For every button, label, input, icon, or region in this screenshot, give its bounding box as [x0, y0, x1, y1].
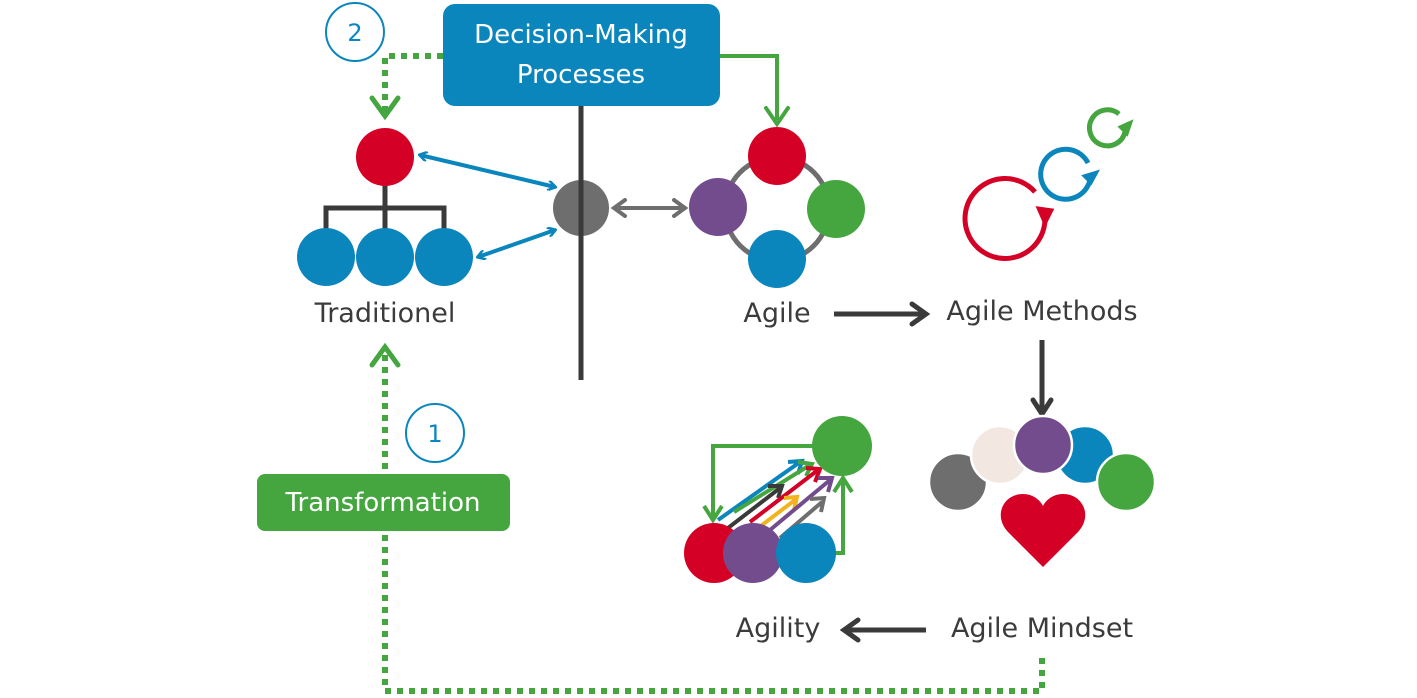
arrowhead-down-icon [764, 106, 790, 128]
iteration-cycles-icon [962, 107, 1134, 261]
decision-making-box[interactable]: Decision-Making Processes [443, 4, 720, 106]
agile-mindset-icon [927, 414, 1157, 567]
traditionel-hierarchy-icon [297, 128, 473, 286]
arrowhead-down-icon [369, 95, 401, 121]
arrowhead-down-icon [1030, 397, 1054, 419]
arrowhead-left-icon [839, 617, 861, 643]
arrowhead-right-icon [909, 301, 931, 327]
step-1-badge: 1 [405, 403, 465, 463]
label-traditionel: Traditionel [314, 298, 456, 329]
decision-making-line1: Decision-Making [474, 20, 688, 50]
step-2-number: 2 [347, 19, 362, 47]
double-arrow-leader [420, 155, 555, 187]
label-agile-methods: Agile Methods [946, 296, 1137, 327]
label-agile-mindset: Agile Mindset [951, 613, 1133, 644]
transformation-dotted-loop [382, 352, 1045, 694]
double-arrow-team [478, 230, 555, 257]
agility-icon [684, 416, 872, 583]
transformation-label: Transformation [284, 488, 480, 518]
arrowhead-up-icon [369, 342, 401, 368]
step-2-badge: 2 [325, 2, 385, 62]
step-1-number: 1 [427, 420, 442, 448]
arrowhead-right-icon [672, 198, 689, 218]
arrowhead-left-icon [610, 198, 627, 218]
decision-making-line2: Processes [517, 60, 645, 90]
arrow-to-agile [720, 54, 779, 120]
label-agile: Agile [743, 298, 810, 329]
transformation-box[interactable]: Transformation [257, 474, 510, 531]
label-agility: Agility [736, 613, 821, 644]
agile-network-icon [689, 127, 865, 288]
